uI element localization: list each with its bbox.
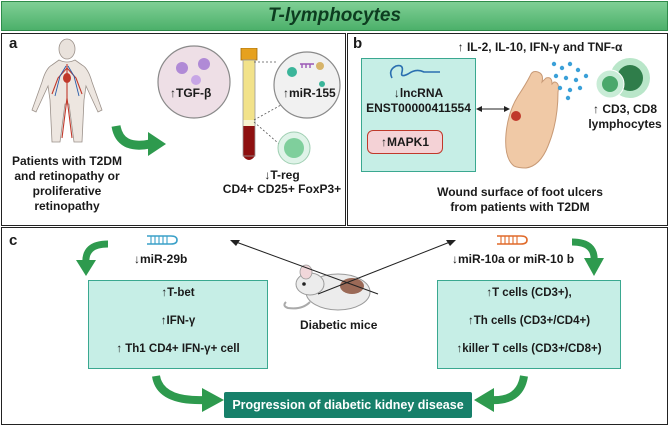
cytokine-dots-icon [551,61,589,101]
mir155-label: ↑miR-155 [283,86,336,100]
human-body-icon [31,38,103,143]
title-bar [1,1,668,31]
figure-title: T-lymphocytes [267,5,402,26]
left-effect-2: ↑IFN-γ [160,315,196,327]
curved-arrow-left-bottom [152,375,224,412]
mouse-icon [283,264,371,311]
curved-arrow-right-bottom [474,375,528,412]
panel-b-label: b [353,35,363,52]
left-effect-3: ↑ Th1 CD4+ IFN-γ+ cell [116,343,240,355]
treg-label: ↓T-reg [264,168,300,182]
wound-label-line2: from patients with T2DM [450,200,590,214]
tgf-beta-label: ↑TGF-β [170,86,212,100]
left-effect-1: ↑T-bet [161,287,195,299]
wound-label-line1: Wound surface of foot ulcers [437,185,603,199]
curved-arrow-left-top [76,240,109,276]
rna-strand-icon [389,64,440,79]
tgf-beta-circle [157,45,231,119]
curved-arrow-icon [111,124,166,156]
patients-description: Patients with T2DM and retinopathy or pr… [11,154,122,213]
left-effects-box: ↑T-bet ↑IFN-γ ↑ Th1 CD4+ IFN-γ+ cell [88,280,268,369]
lncrna-label: ↓lncRNA [393,86,444,100]
treg-markers: CD4+ CD25+ FoxP3+ [222,182,342,196]
panel-c-label: c [9,232,18,249]
mirna-hairpin-icon-right [497,235,528,245]
mirna-hairpin-icon-left [147,235,178,245]
mir10-label: ↓miR-10a or miR-10 b [452,252,575,266]
lymphocytes-label: lymphocytes [588,117,662,131]
mapk1-box [367,130,443,154]
lymphocyte-cells-icon [595,58,650,99]
mir155-circle [273,51,341,119]
treg-cell-icon [277,131,311,165]
tube-to-circles-lines [253,61,291,151]
crossing-arrows-icon [230,240,456,295]
right-effect-2: ↑Th cells (CD3+/CD4+) [467,315,591,327]
foot-icon [505,71,559,169]
diabetic-mice-label: Diabetic mice [300,318,378,332]
right-effect-1: ↑T cells (CD3+), [486,287,572,299]
mir29b-label: ↓miR-29b [134,252,188,266]
cd-label: ↑ CD3, CD8 [592,102,657,116]
cytokines-label: ↑ IL-2, IL-10, IFN-γ and TNF-α [457,40,623,54]
progression-box: Progression of diabetic kidney disease [224,392,472,418]
panel-a-label: a [9,35,18,52]
blood-tube-icon [240,48,258,160]
lncrna-id: ENST00000411554 [366,101,471,115]
curved-arrow-right-top [571,238,604,276]
right-effects-box: ↑T cells (CD3+), ↑Th cells (CD3+/CD4+) ↑… [437,280,621,369]
right-effect-3: ↑killer T cells (CD3+/CD8+) [456,343,602,355]
double-arrow-icon [476,106,510,112]
mapk1-label: ↑MAPK1 [380,135,429,149]
